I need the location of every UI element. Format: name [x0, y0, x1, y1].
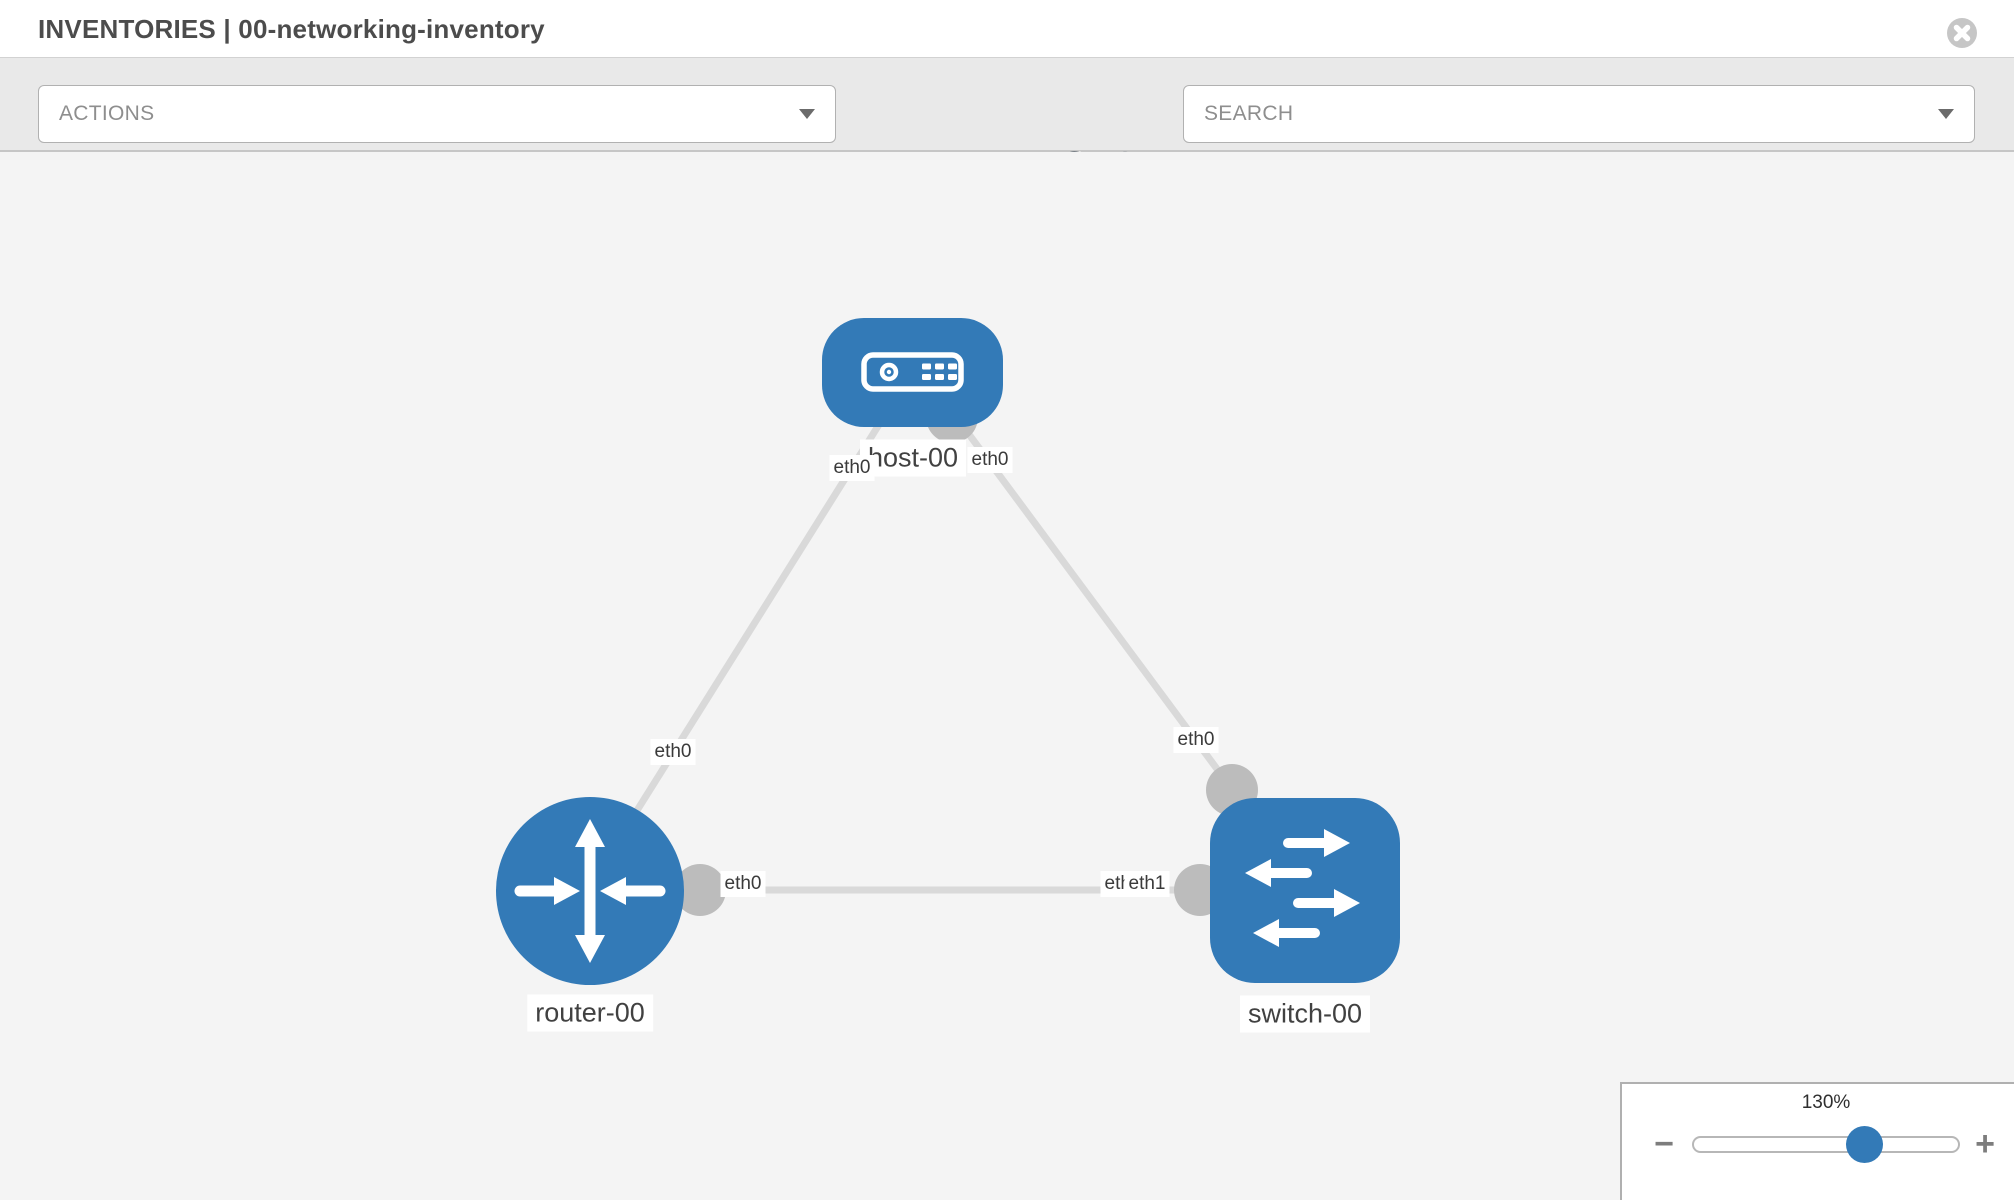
interface-label: eth0 — [967, 447, 1013, 473]
zoom-in-button[interactable]: + — [1975, 1125, 1995, 1163]
interface-label: eth0 — [650, 739, 696, 765]
dropdown-caret-icon — [1938, 109, 1954, 119]
toolbar: ACTIONS SEARCH — [0, 58, 2014, 189]
interface-label: eth0 — [720, 871, 766, 897]
host-icon — [861, 352, 964, 392]
zoom-value: 130% — [1801, 1092, 1851, 1113]
inventory-header: INVENTORIES | 00-networking-inventory — [0, 0, 2014, 58]
interface-label: eth1 — [1124, 871, 1170, 897]
topology-canvas: host-00 router-00 switch-00 eth0 eth0 et… — [0, 152, 2014, 1200]
close-icon — [1947, 18, 1977, 48]
interface-label: eth0 — [1173, 727, 1219, 753]
search-dropdown[interactable]: SEARCH — [1183, 85, 1975, 143]
zoom-panel: 130% − + — [1620, 1082, 2014, 1200]
actions-dropdown-label: ACTIONS — [59, 102, 155, 125]
node-label-host: host-00 — [859, 439, 967, 477]
search-dropdown-label: SEARCH — [1204, 102, 1294, 125]
zoom-slider-track[interactable] — [1692, 1136, 1960, 1153]
dropdown-caret-icon — [799, 109, 815, 119]
node-router[interactable] — [496, 797, 684, 985]
close-button[interactable] — [1946, 17, 1978, 49]
zoom-out-button[interactable]: − — [1654, 1125, 1674, 1163]
port-circle-router — [674, 864, 726, 916]
node-switch[interactable] — [1210, 798, 1400, 983]
switch-icon — [1245, 829, 1360, 947]
router-icon — [514, 819, 666, 963]
page-title: INVENTORIES | 00-networking-inventory — [38, 14, 545, 44]
links-layer — [608, 391, 1258, 916]
zoom-slider-thumb[interactable] — [1846, 1126, 1883, 1163]
node-label-router: router-00 — [527, 994, 653, 1032]
interface-label: eth0 — [829, 455, 875, 481]
node-host[interactable] — [822, 318, 1003, 427]
link-host-router[interactable] — [608, 405, 893, 854]
actions-dropdown[interactable]: ACTIONS — [38, 85, 836, 143]
node-label-switch: switch-00 — [1239, 995, 1371, 1033]
